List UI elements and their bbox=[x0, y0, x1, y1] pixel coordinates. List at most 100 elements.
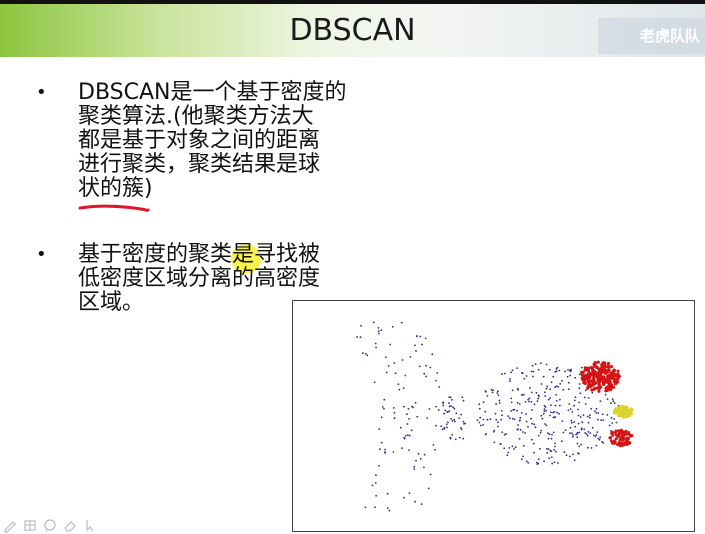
red-cluster-point bbox=[580, 373, 584, 377]
noise-point bbox=[462, 399, 465, 402]
cluster-point bbox=[537, 368, 540, 371]
cluster-point bbox=[595, 412, 598, 414]
cluster-point bbox=[537, 458, 540, 461]
cluster-point bbox=[509, 380, 511, 382]
bullet-1-line-4: 进行聚类，聚类结果是球 bbox=[78, 152, 321, 177]
cluster-point bbox=[597, 412, 600, 414]
cluster-point bbox=[613, 418, 615, 420]
bullet-1-line-2: 聚类算法.(他聚类方法大 bbox=[78, 104, 314, 129]
cluster-point bbox=[497, 394, 500, 397]
cluster-point bbox=[525, 375, 528, 377]
noise-point bbox=[393, 362, 396, 364]
noise-point bbox=[404, 435, 407, 437]
cluster-point bbox=[531, 422, 534, 425]
red-cluster-point bbox=[598, 380, 602, 384]
noise-point bbox=[432, 444, 435, 446]
noise-point bbox=[431, 353, 434, 356]
cluster-point bbox=[521, 431, 524, 433]
cluster-point bbox=[522, 444, 525, 447]
noise-point bbox=[443, 412, 445, 415]
red-cluster-point bbox=[593, 361, 597, 365]
red-cluster-point bbox=[587, 383, 592, 387]
cluster-point bbox=[604, 393, 607, 396]
cluster-point bbox=[580, 443, 583, 446]
cluster-point bbox=[561, 420, 564, 422]
noise-point bbox=[393, 417, 396, 420]
noise-point bbox=[434, 448, 436, 451]
cluster-point bbox=[503, 372, 506, 375]
red-cluster-point bbox=[580, 376, 584, 380]
cluster-point bbox=[574, 396, 577, 399]
noise-point bbox=[403, 405, 405, 408]
cluster-point bbox=[527, 398, 529, 401]
red-cluster-point bbox=[606, 365, 610, 369]
cluster-point bbox=[546, 447, 548, 450]
cluster-point bbox=[587, 446, 589, 449]
cluster-point bbox=[556, 411, 558, 414]
yellow-cluster-point bbox=[616, 409, 619, 413]
grid-icon[interactable] bbox=[22, 517, 38, 533]
red-cluster-point bbox=[609, 384, 613, 388]
cluster-point bbox=[521, 372, 523, 374]
red-cluster-point bbox=[603, 365, 607, 369]
pen-icon[interactable] bbox=[2, 517, 18, 533]
cluster-point bbox=[508, 417, 511, 420]
red-cluster-point bbox=[599, 375, 603, 379]
cluster-point bbox=[553, 449, 555, 451]
cluster-point bbox=[535, 391, 538, 394]
cluster-point bbox=[594, 410, 596, 413]
noise-point bbox=[436, 372, 439, 374]
red-cluster-point bbox=[597, 383, 601, 387]
cluster-point bbox=[592, 434, 595, 437]
cluster-point bbox=[556, 366, 559, 369]
noise-point bbox=[453, 418, 456, 421]
cluster-point bbox=[510, 410, 513, 412]
noise-point bbox=[375, 346, 377, 349]
noise-point bbox=[378, 332, 380, 335]
noise-point bbox=[375, 494, 377, 497]
noise-point bbox=[386, 507, 389, 509]
cluster-point bbox=[540, 383, 543, 385]
noise-point bbox=[364, 353, 367, 355]
cluster-point bbox=[492, 430, 495, 433]
cluster-point bbox=[524, 401, 527, 403]
noise-point bbox=[419, 458, 422, 460]
cluster-point bbox=[555, 385, 558, 388]
noise-point bbox=[374, 506, 376, 509]
cluster-point bbox=[587, 421, 590, 424]
cluster-point bbox=[606, 414, 609, 416]
cluster-point bbox=[611, 422, 614, 424]
watermark-logo: 老虎队队 bbox=[598, 18, 705, 54]
red-cluster-point bbox=[620, 444, 624, 447]
yellow-highlight-annotation bbox=[231, 244, 261, 274]
cluster-point bbox=[569, 426, 572, 429]
noise-point bbox=[402, 387, 405, 389]
noise-point bbox=[414, 401, 417, 404]
red-cluster-point bbox=[592, 378, 596, 382]
comment-icon[interactable] bbox=[42, 517, 58, 533]
pointer-icon[interactable] bbox=[82, 517, 98, 533]
noise-point bbox=[394, 372, 397, 375]
cluster-point bbox=[516, 387, 519, 390]
cluster-point bbox=[583, 396, 586, 399]
noise-point bbox=[447, 421, 449, 424]
cluster-point bbox=[528, 397, 531, 400]
noise-point bbox=[442, 401, 445, 404]
red-cluster-point bbox=[614, 433, 618, 437]
cluster-point bbox=[610, 402, 612, 404]
cluster-point bbox=[554, 416, 557, 418]
bullet-1-line-1: DBSCAN是一个基于密度的 bbox=[78, 80, 347, 105]
cluster-point bbox=[518, 419, 521, 422]
dbscan-scatter-figure bbox=[292, 300, 695, 532]
noise-point bbox=[435, 405, 437, 408]
cluster-point bbox=[484, 433, 487, 436]
noise-point bbox=[380, 441, 383, 444]
noise-point bbox=[451, 420, 454, 422]
noise-point bbox=[423, 372, 426, 375]
cluster-point bbox=[573, 399, 576, 402]
red-cluster-point bbox=[592, 374, 596, 378]
cluster-point bbox=[582, 414, 585, 417]
eraser-icon[interactable] bbox=[62, 517, 78, 533]
cluster-point bbox=[525, 413, 527, 415]
red-cluster-point bbox=[597, 389, 601, 393]
